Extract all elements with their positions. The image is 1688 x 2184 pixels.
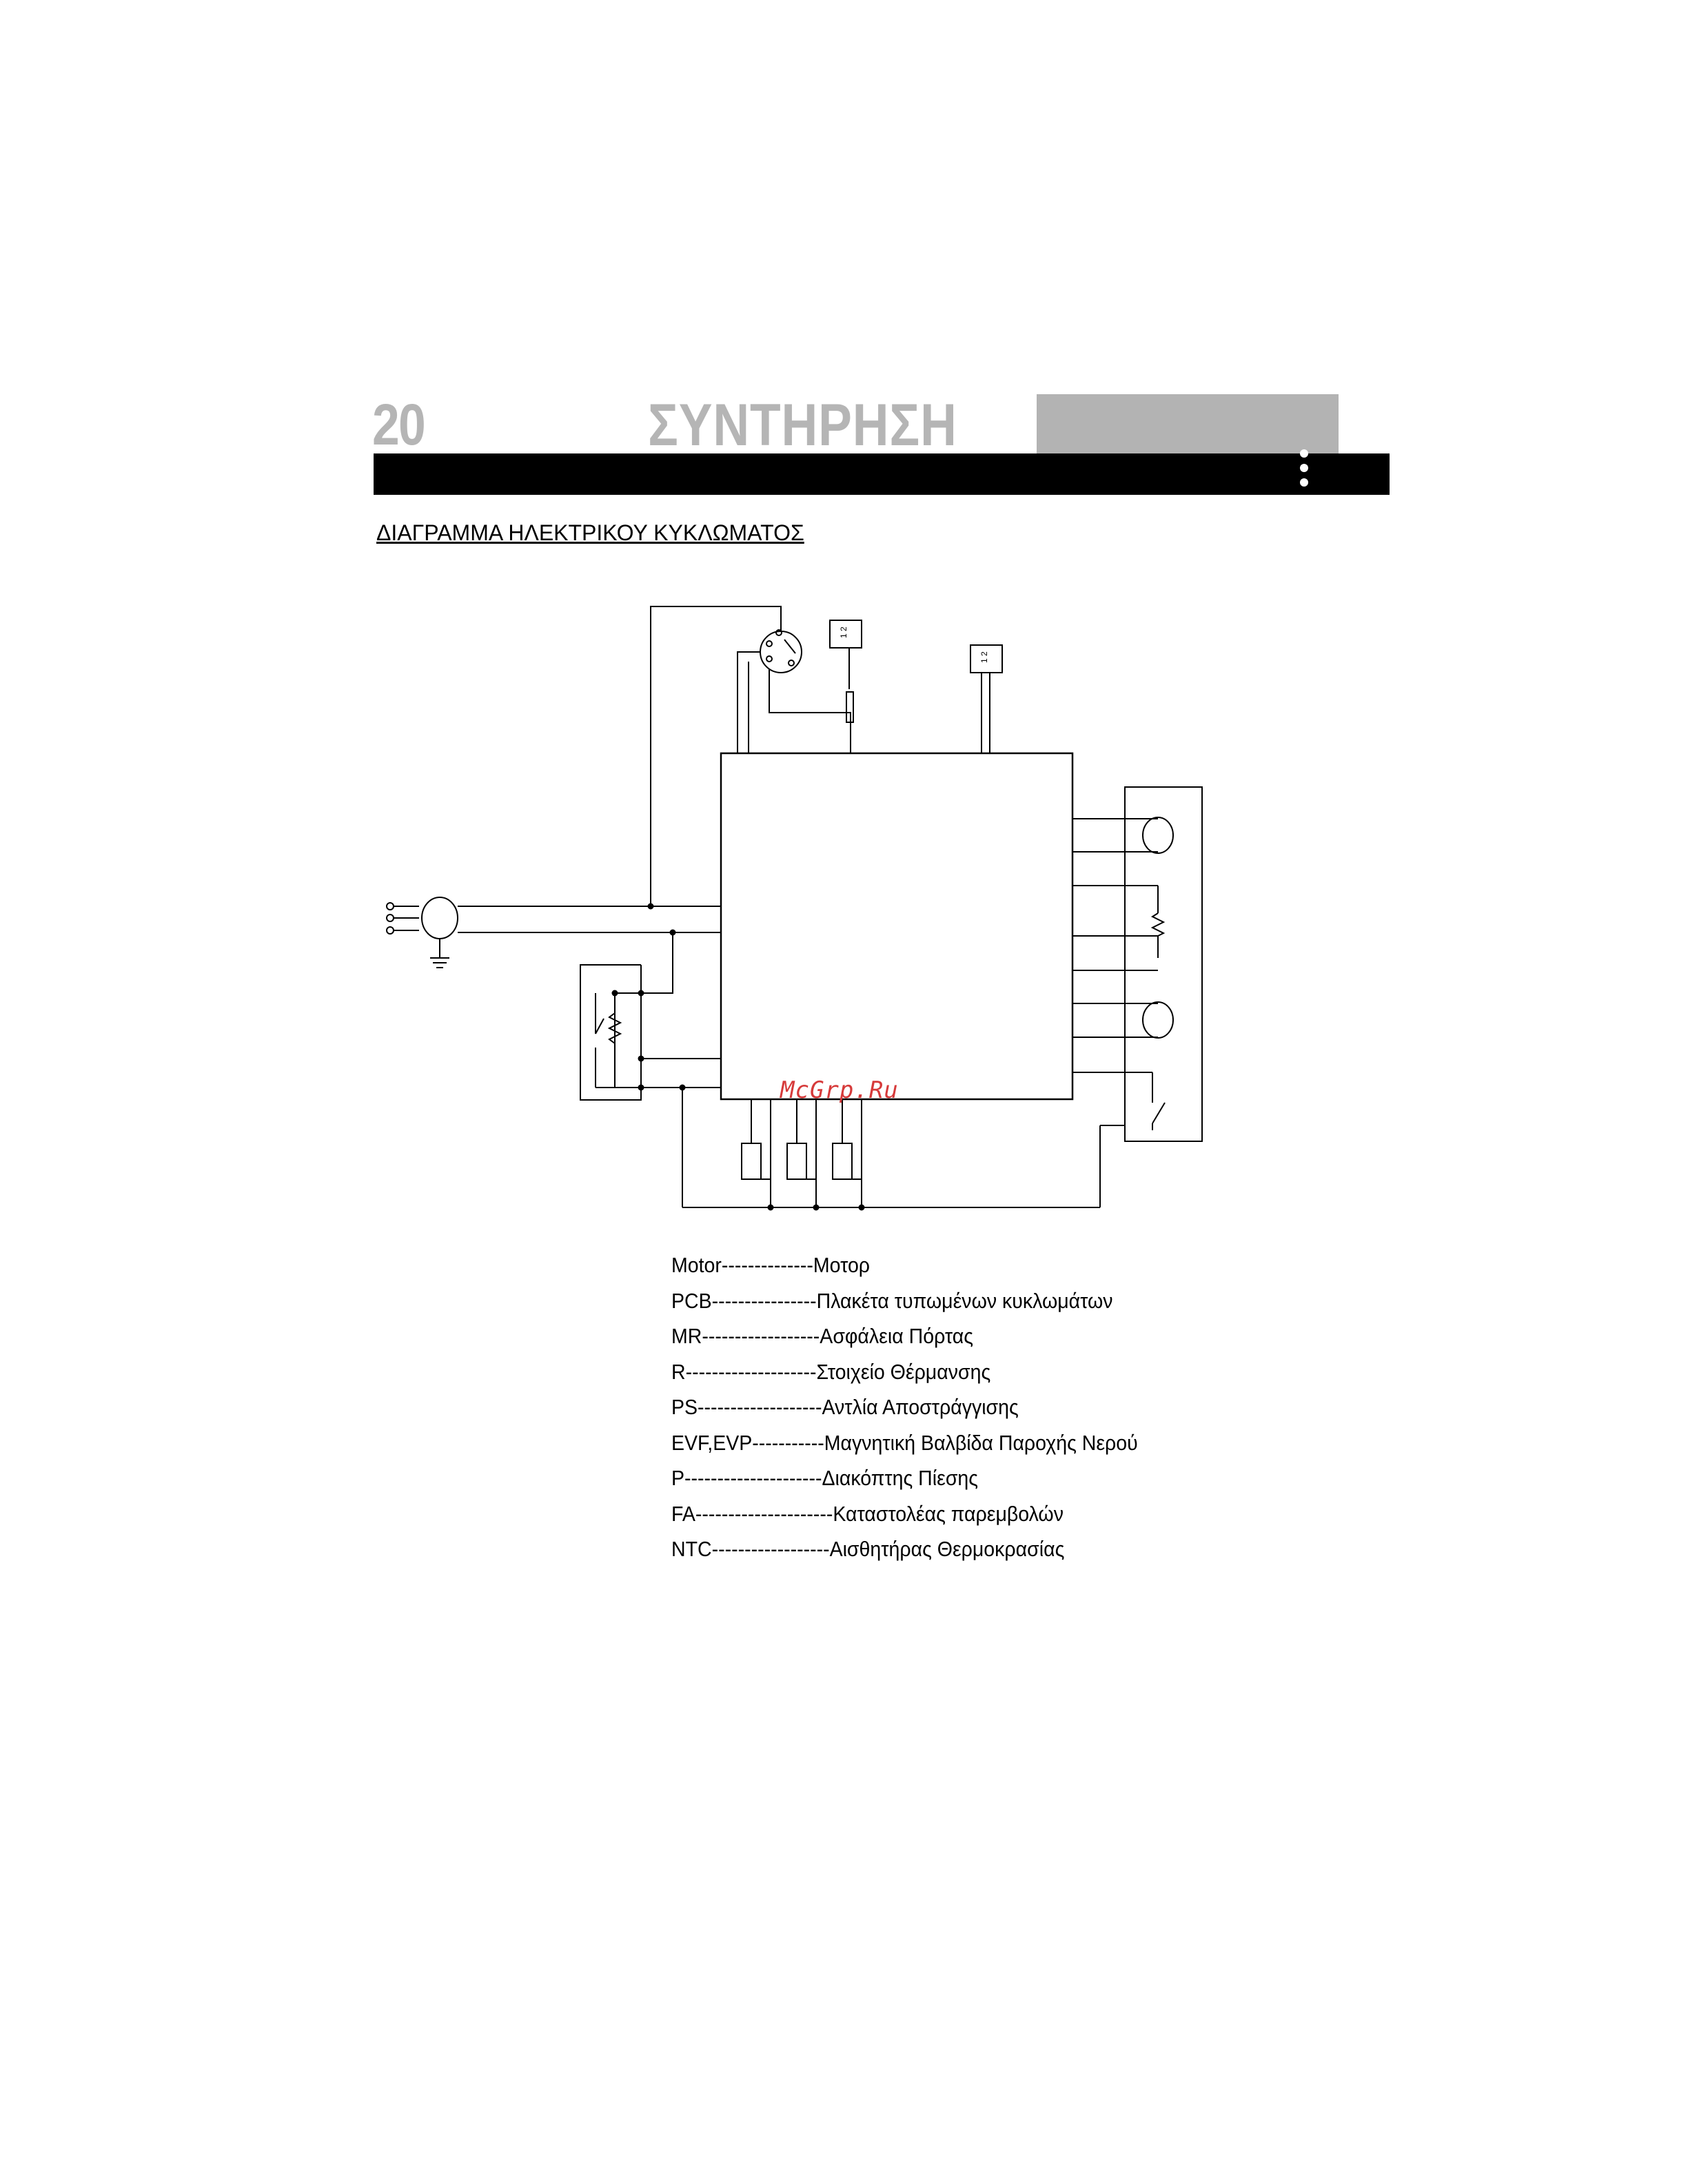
header-dots (1300, 449, 1310, 493)
legend-item: MR------------------Ασφάλεια Πόρτας (671, 1324, 974, 1348)
legend-item: PCB----------------Πλακέτα τυπωμένων κυκ… (671, 1288, 1113, 1313)
heater-block (580, 932, 721, 1101)
page-number: 20 (372, 392, 426, 457)
page-title: ΣΥΝΤΗΡΗΣΗ (648, 392, 957, 458)
svg-text:1 2: 1 2 (839, 626, 848, 638)
header-black-bar (374, 453, 1390, 495)
header-gray-tab (1037, 394, 1339, 455)
legend-item: EVF,EVP-----------Μαγνητική Βαλβίδα Παρο… (671, 1430, 1138, 1455)
legend-item: P---------------------Διακόπτης Πίεσης (671, 1466, 979, 1490)
bottom-components (679, 1084, 1125, 1211)
connector-2: 1 2 (970, 644, 1003, 673)
legend-item: NTC------------------Αισθητήρας Θερμοκρα… (671, 1537, 1065, 1561)
component-legend: Motor--------------Μοτορ PCB------------… (671, 1247, 1179, 1567)
legend-item: Motor--------------Μοτορ (671, 1253, 871, 1277)
circuit-diagram: 1 2 1 2 (386, 606, 1203, 1211)
legend-item: R--------------------Στοιχείο Θέρμανσης (671, 1359, 991, 1384)
svg-text:1 2: 1 2 (979, 651, 989, 663)
legend-item: FA---------------------Καταστολέας παρεμ… (671, 1501, 1064, 1526)
mains-input (386, 897, 458, 968)
legend-item: PS-------------------Αντλία Αποστράγγιση… (671, 1395, 1019, 1419)
right-components (1072, 786, 1203, 1142)
door-switch-symbol (760, 629, 802, 673)
watermark: McGrp.Ru (780, 1076, 899, 1104)
connector-1: 1 2 (829, 620, 862, 649)
section-heading: ΔΙΑΓΡΑΜΜΑ ΗΛΕΚΤΡΙΚΟΥ ΚΥΚΛΩΜΑΤΟΣ (376, 520, 804, 545)
pcb-box (720, 752, 1074, 1101)
